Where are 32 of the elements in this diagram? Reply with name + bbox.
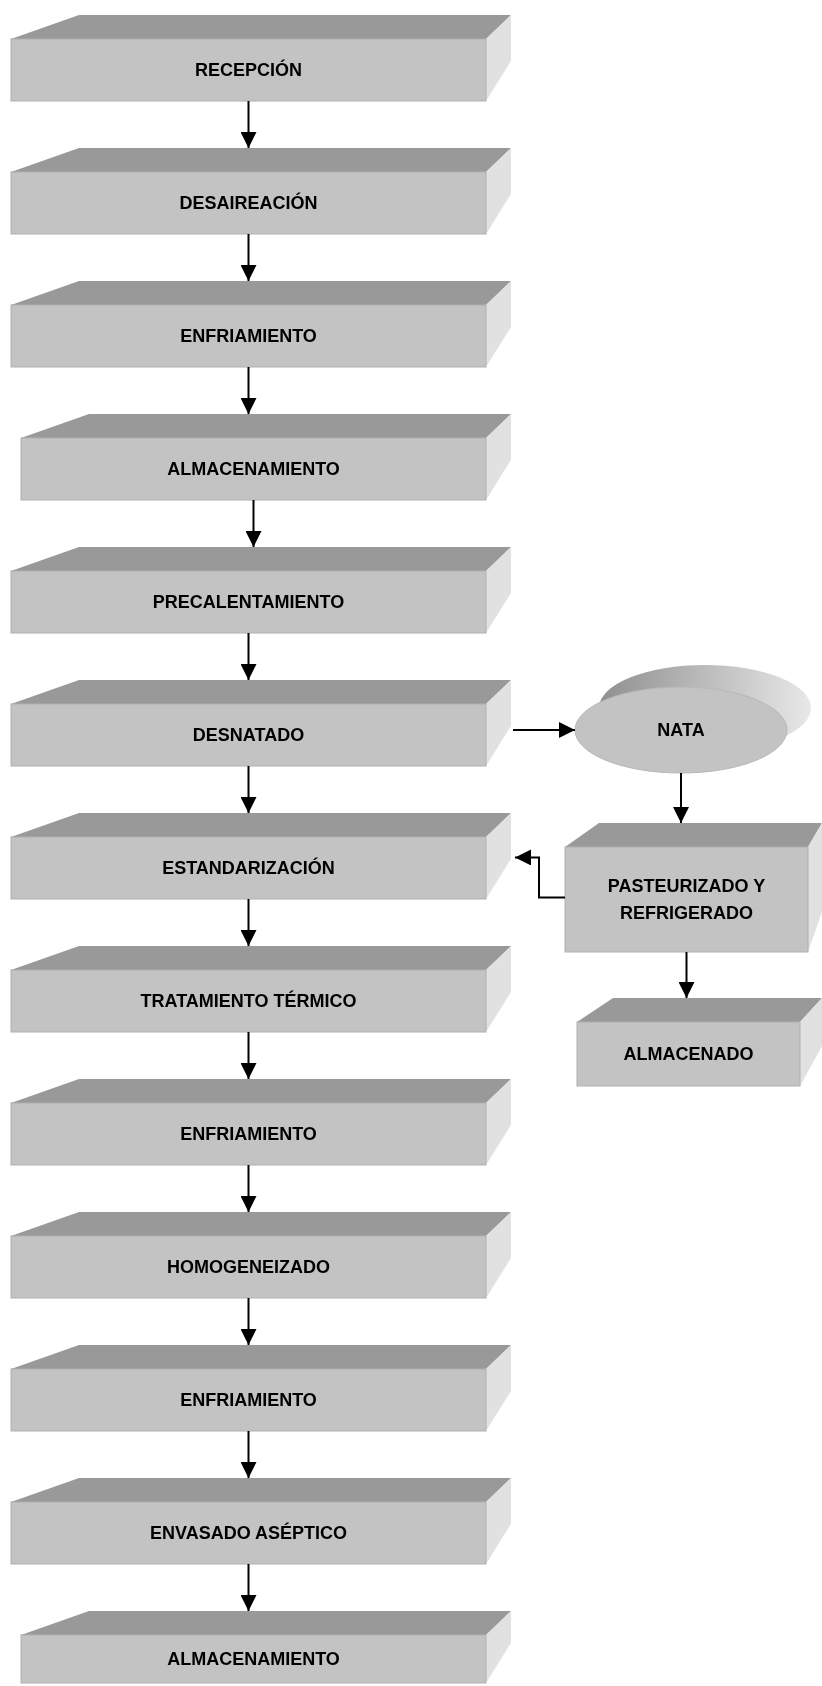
arrow [240,1297,257,1346]
step-label: ENVASADO ASÉPTICO [150,1521,347,1545]
step-label: DESAIREACIÓN [179,191,318,215]
step-label: ENFRIAMIENTO [180,324,317,348]
arrow [240,1031,257,1080]
arrow [240,100,257,149]
arrow [240,233,257,282]
arrow [240,765,257,814]
arrow [673,772,689,824]
step-label: RECEPCIÓN [195,58,302,82]
arrow [240,1164,257,1213]
step-label: ALMACENADO [623,1042,754,1066]
arrow [240,366,257,415]
step-label: PASTEURIZADO Y REFRIGERADO [606,875,767,925]
arrow [678,951,695,999]
arrow [240,898,257,947]
step-label: ALMACENAMIENTO [167,1647,340,1671]
arrow [512,722,576,738]
step-label: TRATAMIENTO TÉRMICO [140,989,357,1013]
step-label: PRECALENTAMIENTO [152,590,345,614]
step-label: NATA [657,718,705,742]
step-label: ALMACENAMIENTO [167,457,340,481]
arrow [240,632,257,681]
step-label: HOMOGENEIZADO [167,1255,330,1279]
arrow [514,849,566,899]
step-label: ESTANDARIZACIÓN [162,856,335,880]
step-label: DESNATADO [192,723,305,747]
step-label: ENFRIAMIENTO [180,1122,317,1146]
arrow [240,1563,257,1612]
step-label: ENFRIAMIENTO [180,1388,317,1412]
arrow [240,1430,257,1479]
arrow [245,499,262,548]
